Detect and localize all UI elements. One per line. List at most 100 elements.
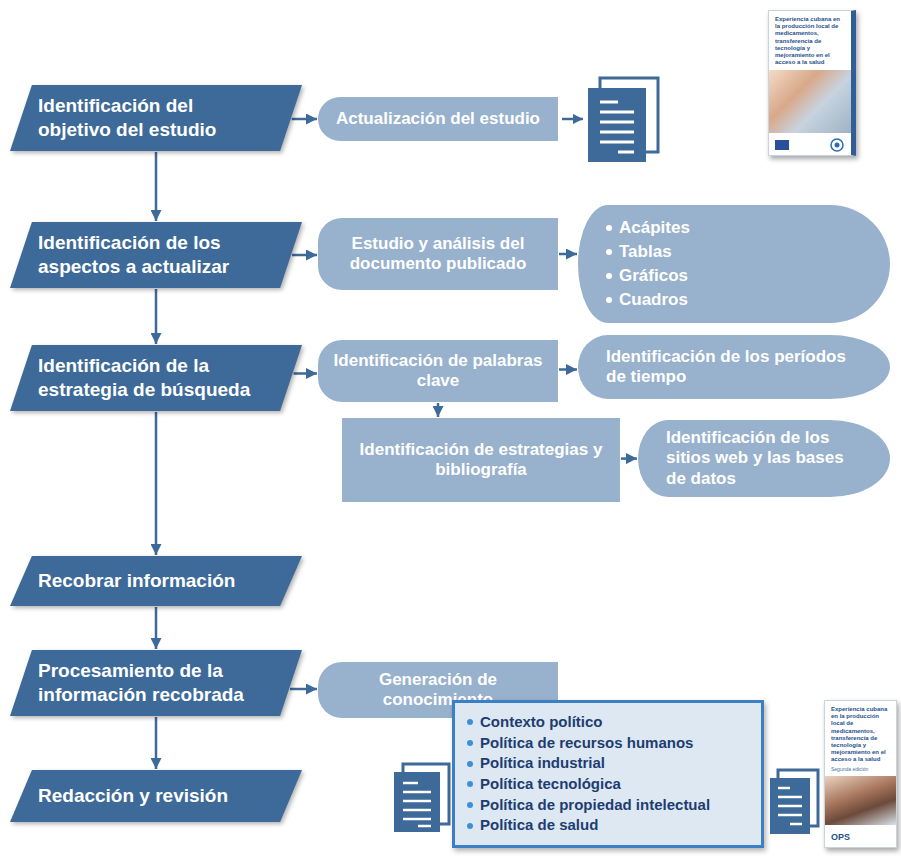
policy-list-box: Contexto políticoPolítica de recursos hu… [452,700,764,848]
cover-text: Experiencia cubana en la producción loca… [775,16,840,65]
node-text: Identificación de estrategias y bibliogr… [358,440,604,481]
list-item-text: Política de recursos humanos [480,733,693,754]
text-group: Recobrar información [38,569,235,593]
list-item: Política tecnológica [467,774,710,795]
flow-arrow [559,368,577,371]
list-item-text: Tablas [619,240,672,264]
list-item: Acápites [606,216,690,240]
list-item: Política de recursos humanos [467,733,710,754]
bullet-dot [606,297,612,303]
text-group: Contexto políticoPolítica de recursos hu… [467,712,710,836]
parallelogram-shape [10,345,302,411]
cover-title-area: Experiencia cubana en la producción loca… [769,11,851,68]
flow-arrow [155,717,158,769]
list-item-text: Política tecnológica [480,774,621,795]
cover-logo-text: OPS [831,833,850,842]
list-item: Gráficos [606,264,690,288]
document-icon [770,770,818,834]
parallelogram-shape [10,650,302,716]
node-text: Identificación de los aspectos a actuali… [38,231,270,279]
output-box: Identificación de los sitios web y las b… [638,420,890,497]
step-parallelogram: Procesamiento de la información recobrad… [10,650,302,716]
bullet-dot [467,761,473,767]
list-item: Tablas [606,240,690,264]
step-parallelogram: Redacción y revisión [10,770,302,822]
document-icon [588,78,658,162]
bullet-dot [467,781,473,787]
flow-arrow [437,403,440,417]
list-item-text: Gráficos [619,264,688,288]
book-cover: Experiencia cubana en la producción loca… [824,700,897,848]
node-text: Identificación de los períodos de tiempo [606,347,846,388]
cover-title-area: Experiencia cubana en la producción loca… [825,701,896,766]
document-icon [394,764,449,832]
node-text: Recobrar información [38,569,235,593]
flow-arrow [290,688,317,691]
cover-footer: OPS [825,827,896,847]
list-item: Política de salud [467,815,710,836]
text-group: Identificación de palabras clave [332,351,544,392]
process-box: Actualización del estudio [318,97,558,141]
flow-arrow [621,457,637,460]
bullet-dot [467,740,473,746]
text-group: Actualización del estudio [336,109,540,129]
text-group: Identificación de los períodos de tiempo [606,347,846,388]
flow-arrow [155,607,158,649]
cover-text: Segunda edición [831,766,868,772]
node-text: Redacción y revisión [38,784,228,808]
step-parallelogram: Identificación del objetivo del estudio [10,85,302,151]
list-item: Contexto político [467,712,710,733]
node-text: Identificación del objetivo del estudio [38,94,270,142]
cover-logos [775,138,845,152]
process-box: Identificación de estrategias y bibliogr… [342,418,620,502]
text-group: Estudio y análisis del documento publica… [332,234,544,275]
list-item-text: Política de propiedad intelectual [480,795,710,816]
node-text: Actualización del estudio [336,109,540,129]
bullet-dot [467,719,473,725]
text-group: Identificación del objetivo del estudio [38,94,270,142]
step-parallelogram: Recobrar información [10,556,302,606]
text-group: Redacción y revisión [38,784,228,808]
cover-photo [825,776,896,826]
list-item-text: Política industrial [480,753,605,774]
output-box: Identificación de los períodos de tiempo [578,335,890,399]
parallelogram-shape [10,222,302,288]
text-group: Identificación de los aspectos a actuali… [38,231,270,279]
node-text: Identificación de la estrategia de búsqu… [38,354,270,402]
bullet-dot [467,802,473,808]
step-parallelogram: Identificación de la estrategia de búsqu… [10,345,302,411]
bullet-dot [467,823,473,829]
node-text: Identificación de palabras clave [332,351,544,392]
text-group: Procesamiento de la información recobrad… [38,659,270,707]
step-parallelogram: Identificación de los aspectos a actuali… [10,222,302,288]
flow-arrow [292,254,317,257]
parallelogram-shape [10,85,302,151]
cover-footer [769,135,851,155]
cover-photo [769,70,851,133]
flow-arrow [155,152,158,221]
flow-arrow [559,253,577,256]
flow-arrow [292,118,317,121]
node-text: Procesamiento de la información recobrad… [38,659,270,707]
bullet-dot [606,249,612,255]
text-group: Identificación de la estrategia de búsqu… [38,354,270,402]
book-cover: Experiencia cubana en la producción loca… [768,10,856,156]
list-item: Política industrial [467,753,710,774]
list-item-text: Cuadros [619,288,688,312]
process-box: Estudio y análisis del documento publica… [318,218,558,290]
node-text: Identificación de los sitios web y las b… [666,428,846,489]
list-item-text: Contexto político [480,712,603,733]
bullet-dot [606,225,612,231]
bullet-dot [606,273,612,279]
list-item: Cuadros [606,288,690,312]
node-text: Estudio y análisis del documento publica… [332,234,544,275]
flow-arrow [155,289,158,344]
text-group: Identificación de los sitios web y las b… [666,428,846,489]
list-item: Política de propiedad intelectual [467,795,710,816]
cover-text: Experiencia cubana en la producción loca… [831,706,887,762]
cover-subtitle-area: Segunda edición [825,766,896,774]
pointer-arrow [562,118,583,121]
list-item-text: Política de salud [480,815,598,836]
text-group: Identificación de estrategias y bibliogr… [358,440,604,481]
